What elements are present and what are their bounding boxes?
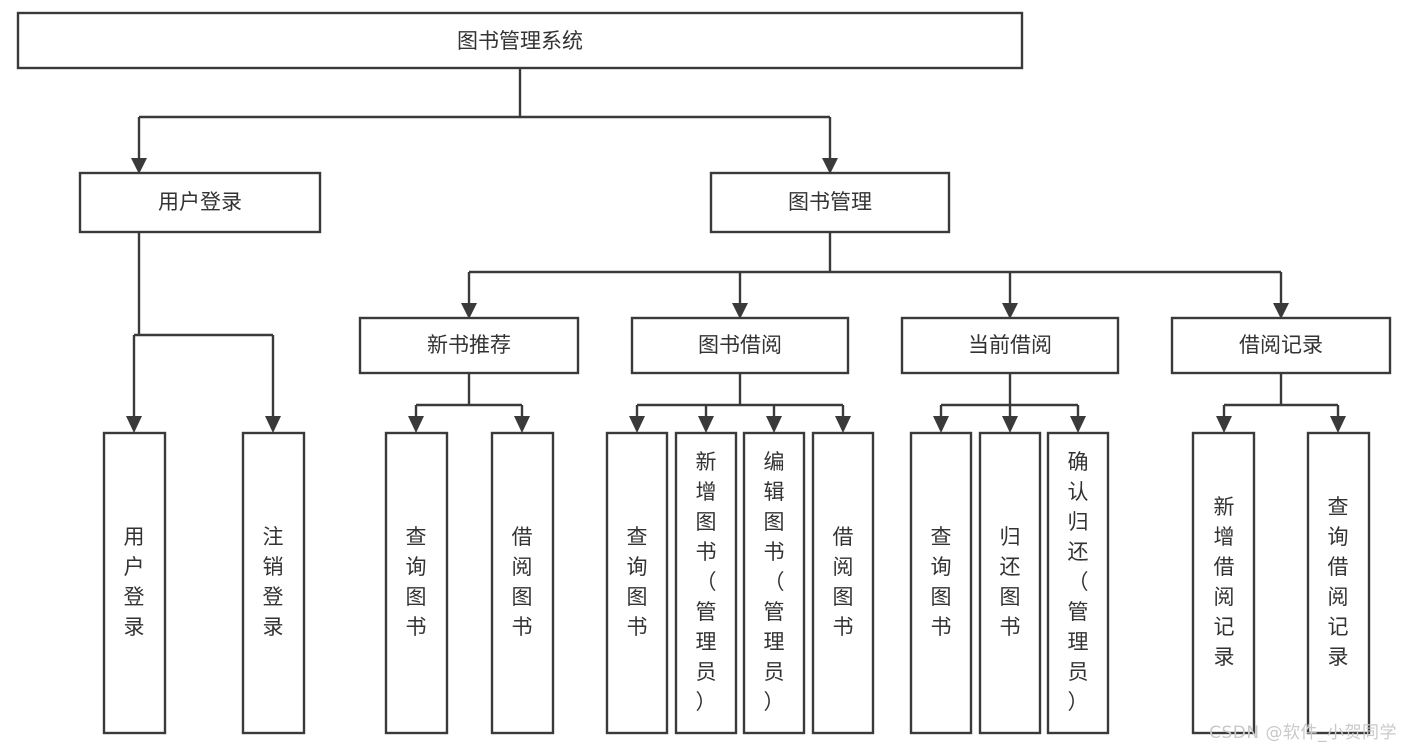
leaf-current-0-label: 查询图书 [931,525,952,639]
node-borrow-records-box[interactable] [1170,316,1392,375]
leaf-records-1-label: 查询借阅记录 [1328,495,1349,669]
connector-group-root [131,68,838,174]
arrow-head-user-login-leaf-1 [265,416,281,433]
leaf-current-0[interactable]: 查询图书 [909,431,973,735]
leaf-new-book-0-label: 查询图书 [406,525,427,639]
leaf-user-login-0-box[interactable] [102,431,167,735]
node-root[interactable]: 图书管理系统 [16,11,1024,70]
arrow-head-l3-1 [732,303,748,319]
connector-group-current [933,373,1086,433]
node-new-book-rec-label: 新书推荐 [427,333,511,357]
leaf-borrow-1-box[interactable] [674,431,738,735]
node-current-borrow-box[interactable] [900,316,1120,375]
arrow-head-user-login [131,158,147,174]
node-current-borrow-label: 当前借阅 [968,333,1052,357]
leaf-current-1-label: 归还图书 [1000,525,1021,639]
leaf-user-login-0-label: 用户登录 [124,525,145,639]
arrow-head-book-mgmt [822,158,838,174]
connector-group-book-mgmt [461,232,1289,319]
leaf-records-1-box[interactable] [1306,431,1371,735]
node-root-box[interactable] [16,11,1024,70]
leaf-borrow-2[interactable]: 编辑图书（管理员） [742,431,806,735]
node-book-mgmt[interactable]: 图书管理 [709,171,951,234]
leaf-new-book-1-label: 借阅图书 [512,525,533,639]
arrow-head-l3-0 [461,303,477,319]
leaf-user-login-1[interactable]: 注销登录 [241,431,306,735]
leaf-current-1-box[interactable] [978,431,1042,735]
arrow-head-current-leaf-2 [1070,416,1086,433]
leaf-records-0-label: 新增借阅记录 [1214,495,1235,669]
connector-group-new-book [408,373,530,433]
leaf-current-2[interactable]: 确认归还（管理员） [1046,431,1110,735]
arrow-head-new-book-leaf-0 [408,416,424,433]
leaf-new-book-1-box[interactable] [490,431,555,735]
arrow-head-current-leaf-1 [1002,416,1018,433]
leaf-current-2-box[interactable] [1046,431,1110,735]
arrow-head-user-login-leaf-0 [126,416,142,433]
arrow-head-records-leaf-1 [1330,416,1346,433]
leaf-new-book-0-box[interactable] [384,431,449,735]
node-user-login-box[interactable] [78,171,322,234]
node-book-mgmt-box[interactable] [709,171,951,234]
leaf-user-login-0[interactable]: 用户登录 [102,431,167,735]
node-current-borrow[interactable]: 当前借阅 [900,316,1120,375]
leaf-records-1[interactable]: 查询借阅记录 [1306,431,1371,735]
arrow-head-borrow-leaf-0 [629,416,645,433]
node-borrow-records-label: 借阅记录 [1239,333,1323,357]
leaf-records-0[interactable]: 新增借阅记录 [1191,431,1256,735]
arrow-head-borrow-leaf-3 [835,416,851,433]
arrow-head-borrow-leaf-2 [766,416,782,433]
node-user-login[interactable]: 用户登录 [78,171,322,234]
leaf-user-login-1-label: 注销登录 [263,525,284,639]
leaf-borrow-0-box[interactable] [605,431,669,735]
node-user-login-label: 用户登录 [158,190,242,214]
arrow-head-current-leaf-0 [933,416,949,433]
leaf-new-book-0[interactable]: 查询图书 [384,431,449,735]
node-book-mgmt-label: 图书管理 [788,190,872,214]
watermark-label: CSDN @软件_小贺同学 [1209,723,1397,743]
node-book-borrow-box[interactable] [630,316,850,375]
node-new-book-rec[interactable]: 新书推荐 [358,316,580,375]
leaf-borrow-3-box[interactable] [811,431,875,735]
leaf-borrow-3[interactable]: 借阅图书 [811,431,875,735]
leaf-records-0-box[interactable] [1191,431,1256,735]
leaf-borrow-1[interactable]: 新增图书（管理员） [674,431,738,735]
arrow-head-l3-2 [1002,303,1018,319]
connector-group-user-login [126,232,281,433]
node-borrow-records[interactable]: 借阅记录 [1170,316,1392,375]
leaf-current-0-box[interactable] [909,431,973,735]
leaf-borrow-2-box[interactable] [742,431,806,735]
arrow-head-records-leaf-0 [1216,416,1232,433]
leaf-borrow-3-label: 借阅图书 [833,525,854,639]
leaf-borrow-1-label: 新增图书（管理员） [696,450,717,714]
node-new-book-rec-box[interactable] [358,316,580,375]
leaf-user-login-1-box[interactable] [241,431,306,735]
leaf-new-book-1[interactable]: 借阅图书 [490,431,555,735]
connector-group-records [1216,373,1346,433]
connector-group-borrow [629,373,851,433]
arrow-head-borrow-leaf-1 [698,416,714,433]
leaf-current-2-label: 确认归还（管理员） [1068,450,1089,714]
leaf-current-1[interactable]: 归还图书 [978,431,1042,735]
leaf-borrow-0-label: 查询图书 [627,525,648,639]
node-root-label: 图书管理系统 [457,29,583,53]
node-book-borrow-label: 图书借阅 [698,333,782,357]
node-book-borrow[interactable]: 图书借阅 [630,316,850,375]
arrow-head-new-book-leaf-1 [514,416,530,433]
leaf-borrow-0[interactable]: 查询图书 [605,431,669,735]
arrow-head-l3-3 [1273,303,1289,319]
leaf-borrow-2-label: 编辑图书（管理员） [764,450,785,714]
